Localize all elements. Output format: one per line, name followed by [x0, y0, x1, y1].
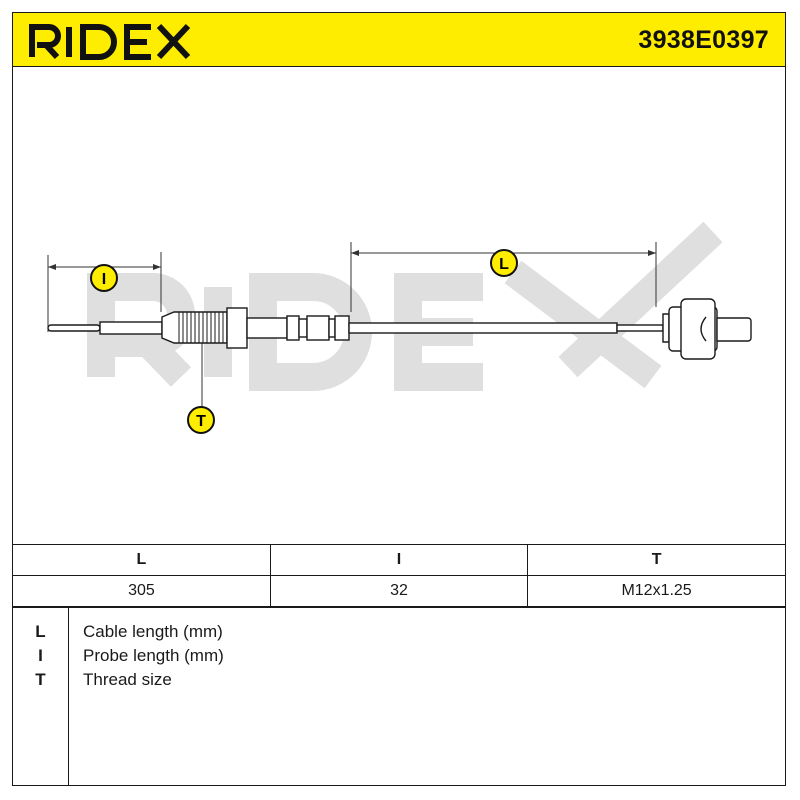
technical-drawing: I L T: [13, 67, 785, 545]
spec-table: L I T 305 32 M12x1.25: [13, 544, 785, 607]
legend-symbol: L: [35, 622, 46, 641]
marker-l: L: [490, 249, 518, 277]
watermark-logo: [87, 221, 723, 391]
legend-item: T Thread size: [13, 668, 785, 692]
legend: L Cable length (mm) I Probe length (mm) …: [13, 607, 785, 785]
legend-symbol-column: [13, 608, 69, 785]
legend-description: Probe length (mm): [83, 646, 224, 665]
glow-plug-diagram: I L T: [47, 221, 752, 434]
part-number: 3938E0397: [638, 26, 769, 54]
spec-value-i: 32: [269, 575, 529, 607]
ridex-logo: [29, 23, 191, 60]
thread-hatch: [178, 312, 224, 343]
spec-header-row: L I T: [13, 544, 785, 576]
legend-item: I Probe length (mm): [13, 644, 785, 668]
svg-text:I: I: [102, 271, 106, 288]
svg-text:T: T: [196, 413, 206, 430]
spec-value-t: M12x1.25: [527, 575, 785, 607]
legend-symbol: I: [38, 646, 43, 665]
spec-value-row: 305 32 M12x1.25: [13, 575, 785, 607]
product-sheet: 3938E0397: [12, 12, 786, 786]
spec-header-i: I: [269, 544, 529, 576]
svg-text:L: L: [499, 256, 509, 273]
spec-header-l: L: [13, 544, 271, 576]
marker-t: T: [187, 406, 215, 434]
legend-description: Thread size: [83, 670, 172, 689]
legend-description: Cable length (mm): [83, 622, 223, 641]
spec-header-t: T: [527, 544, 785, 576]
legend-item: L Cable length (mm): [13, 620, 785, 644]
marker-i: I: [90, 264, 118, 292]
legend-symbol: T: [35, 670, 46, 689]
spec-value-l: 305: [13, 575, 271, 607]
header-bar: 3938E0397: [13, 13, 785, 67]
